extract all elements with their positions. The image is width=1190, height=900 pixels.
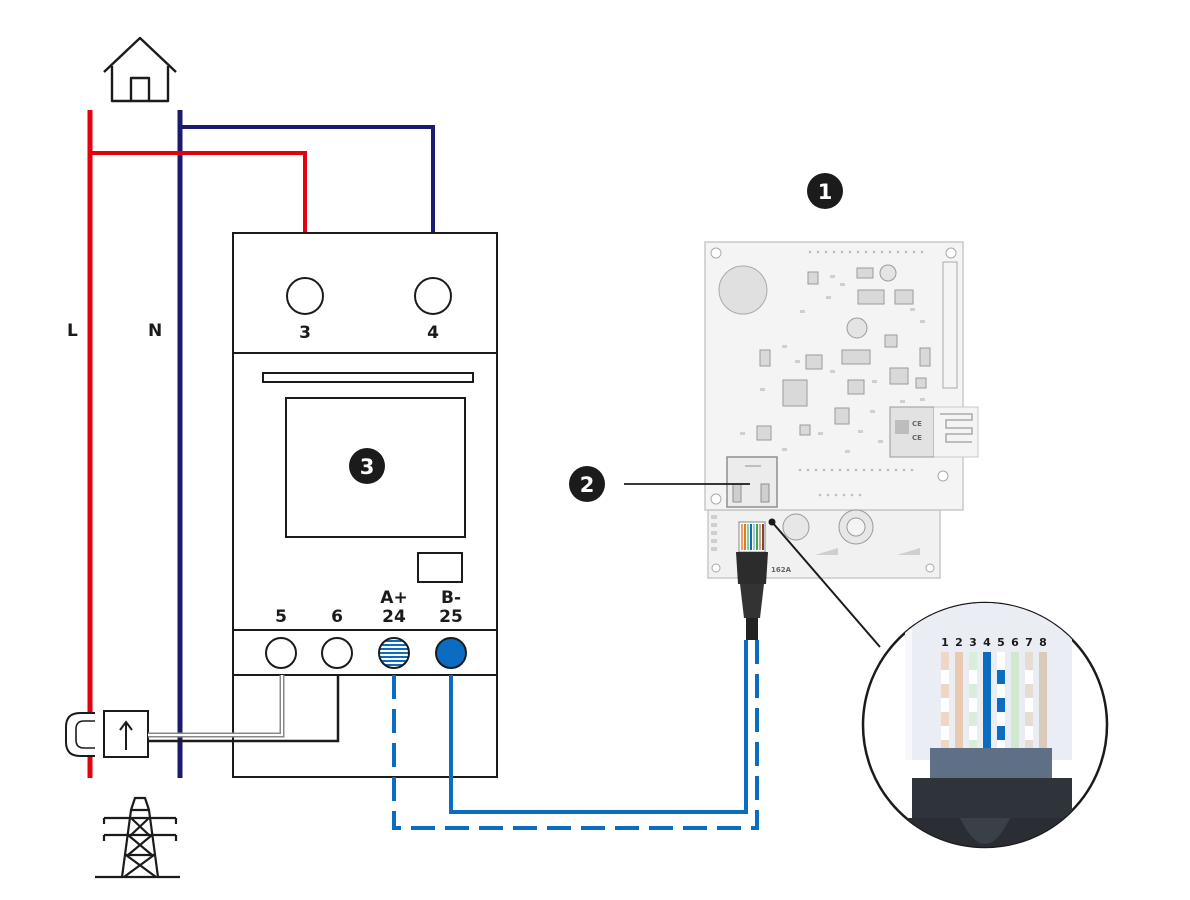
rj45-conductor-stripe xyxy=(941,670,949,684)
rj45-conductor-6 xyxy=(1011,652,1019,750)
zoom-anchor-dot xyxy=(768,518,776,526)
terminal-6-label: 6 xyxy=(331,607,343,627)
live-label: L xyxy=(67,321,78,341)
rj45-conductor-stripe xyxy=(969,726,977,740)
clamp-wire-to-terminal-6 xyxy=(148,675,340,743)
terminal-b-minus-label: B- xyxy=(441,588,461,608)
bus-wire-b-minus xyxy=(449,640,748,814)
svg-text:3: 3 xyxy=(360,455,375,479)
rj45-pin-label-8: 8 xyxy=(1039,636,1047,649)
rj45-conductor-stripe xyxy=(997,726,1005,740)
current-clamp-icon xyxy=(65,710,149,758)
rj45-zoom-lens xyxy=(861,601,1109,849)
meter-button xyxy=(417,552,463,583)
rj45-conductor-stripe xyxy=(941,726,949,740)
clamp-wire-to-terminal-5-core xyxy=(148,675,283,736)
svg-text:2: 2 xyxy=(580,473,595,497)
terminal-3 xyxy=(286,277,324,315)
rj45-conductor-stripe xyxy=(969,698,977,712)
rj45-pin-label-3: 3 xyxy=(969,636,977,649)
terminal-a-plus-label: A+ xyxy=(380,588,407,608)
neutral-label: N xyxy=(148,321,162,341)
pcb-board: CE CE 162A xyxy=(704,241,979,579)
svg-text:CE: CE xyxy=(912,434,922,442)
rj45-pin-label-5: 5 xyxy=(997,636,1005,649)
terminal-4-label: 4 xyxy=(427,323,439,343)
terminal-24-label: 24 xyxy=(382,607,406,627)
terminal-4 xyxy=(414,277,452,315)
rj45-conductor-stripe xyxy=(1025,670,1033,684)
rj45-pin-label-7: 7 xyxy=(1025,636,1033,649)
terminal-5 xyxy=(265,637,297,669)
rj45-pin-label-1: 1 xyxy=(941,636,949,649)
rj45-conductor-stripe xyxy=(1025,698,1033,712)
terminal-24 xyxy=(378,637,410,669)
terminal-25-label: 25 xyxy=(439,607,463,627)
rj45-conductor-stripe xyxy=(997,698,1005,712)
svg-text:CE: CE xyxy=(912,420,922,428)
terminal-25 xyxy=(435,637,467,669)
callout-3: 3 xyxy=(349,448,385,484)
terminal-3-label: 3 xyxy=(299,323,311,343)
rj45-conductor-stripe xyxy=(997,670,1005,684)
rj45-conductor-stripe xyxy=(969,670,977,684)
svg-text:162A: 162A xyxy=(771,566,792,574)
power-pylon-icon xyxy=(95,796,180,879)
callout-1: 1 xyxy=(807,173,843,209)
rj45-pin-label-6: 6 xyxy=(1011,636,1019,649)
meter-top-slot xyxy=(262,372,474,383)
bus-wire-a-plus xyxy=(392,640,759,830)
rj45-conductor-stripe xyxy=(941,698,949,712)
rj45-pin-label-2: 2 xyxy=(955,636,963,649)
svg-text:1: 1 xyxy=(818,180,833,204)
rj45-conductor-stripe xyxy=(1025,726,1033,740)
house-icon xyxy=(103,36,177,103)
callout-2: 2 xyxy=(569,466,605,502)
terminal-6 xyxy=(321,637,353,669)
rj45-conductor-2 xyxy=(955,652,963,750)
zoom-connector-line xyxy=(771,521,881,648)
energy-meter xyxy=(232,232,498,778)
rj45-conductor-8 xyxy=(1039,652,1047,750)
neutral-to-terminal-4-wire xyxy=(180,125,435,280)
meter-display xyxy=(285,397,466,538)
rj45-pin-label-4: 4 xyxy=(983,636,991,649)
rj45-plug xyxy=(736,521,768,640)
terminal-5-label: 5 xyxy=(275,607,287,627)
rj45-conductor-4 xyxy=(983,652,991,750)
